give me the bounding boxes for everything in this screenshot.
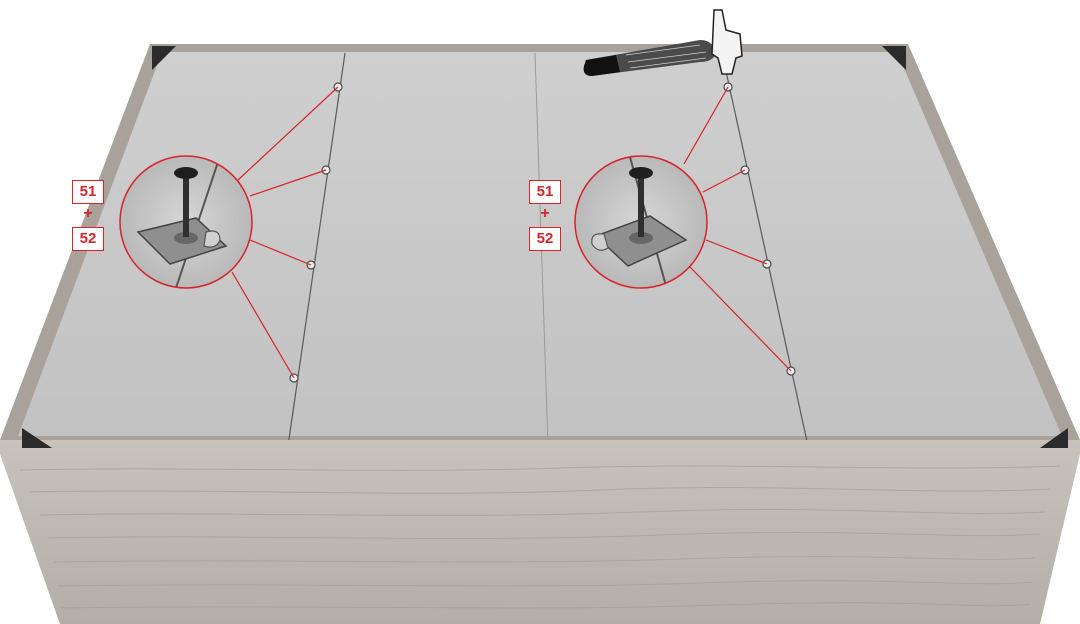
part-label-52-left: 52	[72, 227, 104, 251]
part-label-52-right: 52	[529, 227, 561, 251]
part-label-51-right: 51	[529, 180, 561, 204]
plus-sign-left: +	[73, 206, 103, 222]
plus-sign-right: +	[530, 206, 560, 222]
part-label-51-left: 51	[72, 180, 104, 204]
